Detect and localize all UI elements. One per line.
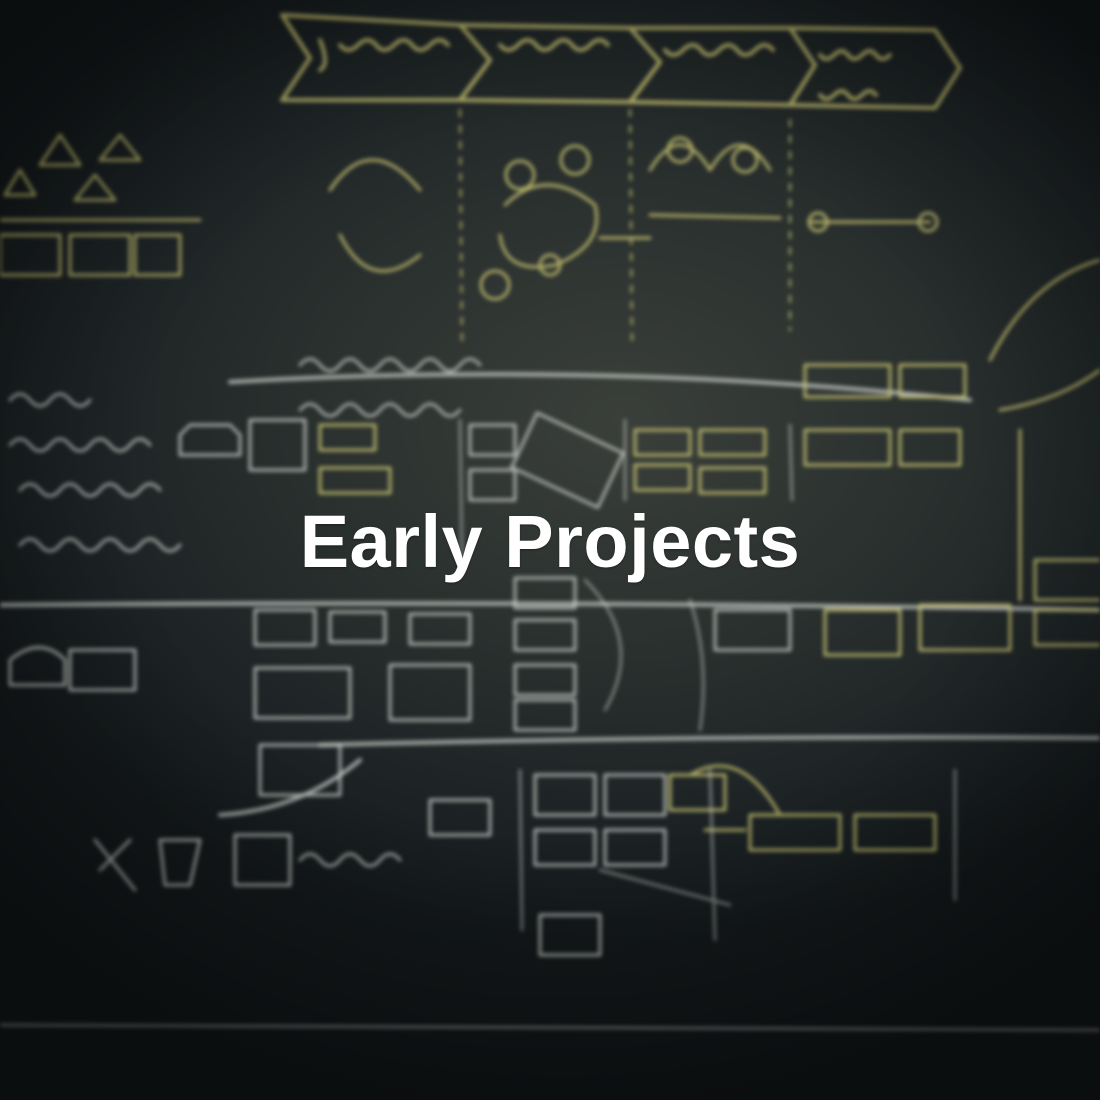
tile-title: Early Projects [299, 500, 801, 583]
